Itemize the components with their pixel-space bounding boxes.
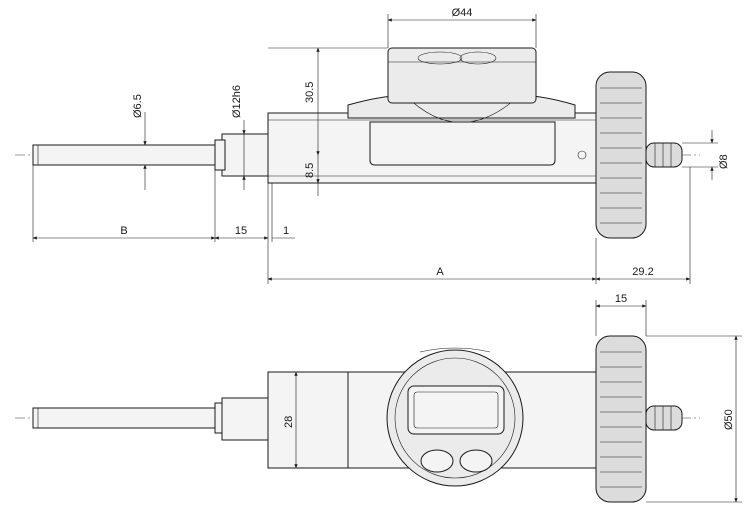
side-knurled-knob [595, 71, 647, 239]
label-8-5: 8.5 [304, 163, 316, 178]
side-hole [577, 150, 587, 160]
dim-d8: Ø8 [682, 130, 730, 180]
front-knob-ribs [600, 351, 642, 488]
dim-15-bottom: 15 [595, 293, 647, 336]
dim-28: 28 [283, 371, 298, 469]
dim-8-5: 8.5 [304, 155, 320, 196]
label-1: 1 [283, 225, 289, 237]
dim-29-2: 29.2 [595, 167, 691, 284]
side-knob-ribs [600, 87, 642, 224]
label-15-bottom: 15 [615, 293, 627, 305]
front-button-left [420, 449, 454, 473]
side-plunger-rod [32, 144, 224, 166]
label-d8: Ø8 [718, 154, 730, 169]
front-view: 15 28 Ø50 [15, 293, 742, 503]
dim-d6-5: Ø6.5 [132, 94, 147, 190]
dim-30-5: 30.5 [268, 47, 388, 156]
front-plunger-rod [32, 407, 224, 429]
label-A: A [436, 266, 444, 278]
front-collar [221, 397, 270, 441]
dim-15-top: 15 [214, 225, 269, 240]
dim-d44: Ø44 [387, 7, 537, 48]
label-d6-5: Ø6.5 [132, 94, 144, 118]
label-29-2: 29.2 [632, 266, 653, 278]
side-end-screw [645, 142, 683, 168]
front-main-body [267, 371, 351, 469]
front-knurled-knob [595, 335, 647, 503]
dim-d12h6: Ø12h6 [231, 85, 246, 190]
label-d44: Ø44 [452, 7, 473, 19]
side-display-head [387, 47, 537, 104]
dim-A: A [267, 238, 597, 284]
side-view: Ø44 Ø6.5 Ø12h6 30.5 8.5 [15, 7, 730, 284]
label-B: B [120, 225, 127, 237]
dim-d50: Ø50 [646, 335, 742, 503]
label-15-top: 15 [235, 225, 247, 237]
label-d50: Ø50 [723, 409, 735, 430]
side-collar [221, 133, 270, 177]
side-window [369, 121, 556, 166]
front-end-screw [645, 405, 683, 431]
front-lcd-window [407, 385, 505, 435]
label-d12h6: Ø12h6 [231, 85, 243, 118]
front-button-right [459, 449, 493, 473]
dim-B: B [32, 225, 216, 240]
label-28: 28 [283, 416, 295, 428]
label-30-5: 30.5 [304, 82, 316, 103]
dim-1: 1 [272, 225, 295, 239]
